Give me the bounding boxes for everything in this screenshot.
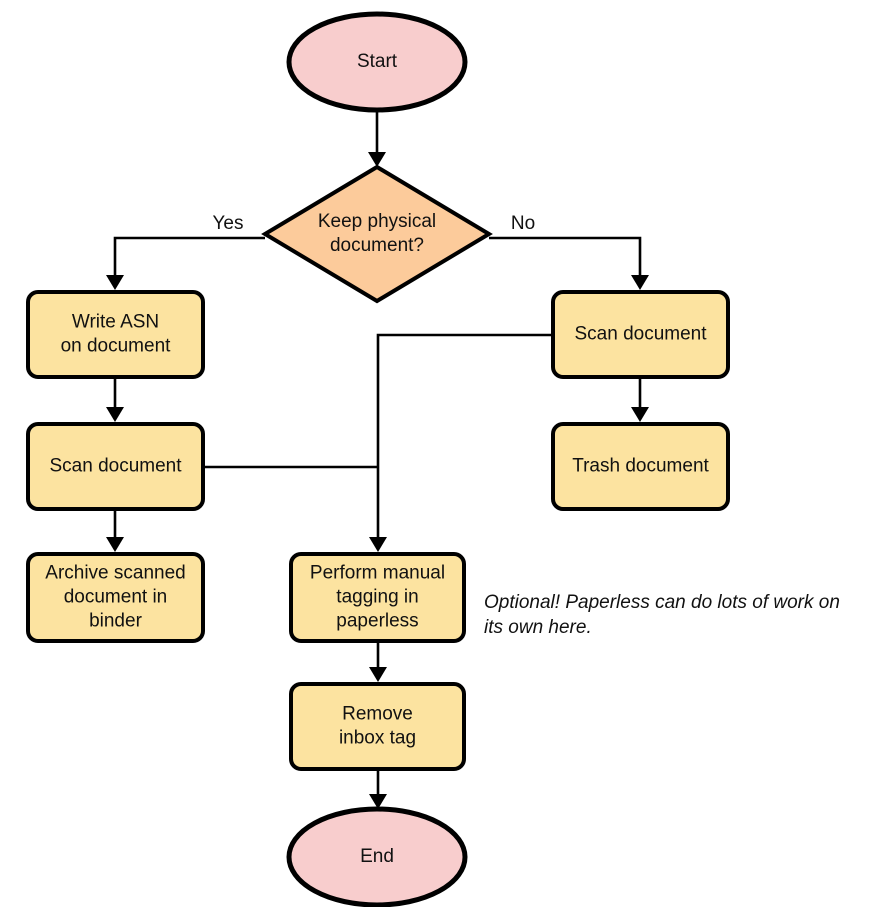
node-label: Trash document (572, 456, 709, 477)
edge-scan-right-to-tagging (369, 333, 551, 552)
edge-label-decision-no-to-scan-right: No (511, 213, 535, 234)
node-start[interactable]: Start (286, 11, 468, 113)
edge-arrowhead (369, 537, 387, 552)
node-label: Scan document (574, 324, 707, 345)
node-label: Keep physical (318, 211, 436, 232)
edge-remove-inbox-tag-to-end (369, 771, 387, 809)
node-label: inbox tag (339, 728, 416, 749)
node-label: tagging in (336, 587, 418, 608)
process-shape (289, 552, 466, 643)
edge-line (113, 236, 265, 286)
edge-arrowhead (631, 407, 649, 422)
process-shape (289, 682, 466, 771)
annotation-line: its own here. (484, 617, 592, 638)
decision-shape (261, 164, 493, 304)
node-label: document in (64, 587, 168, 608)
node-label: Perform manual (310, 563, 445, 584)
node-remove-inbox-tag[interactable]: Remove inbox tag (289, 682, 466, 771)
edge-arrowhead (106, 275, 124, 290)
edge-decision-yes-to-write-asn: Yes (106, 213, 265, 290)
node-label: binder (89, 611, 142, 632)
annotation-line: Optional! Paperless can do lots of work … (484, 592, 840, 613)
edge-arrowhead (106, 537, 124, 552)
edge-write-asn-to-scan-left (106, 379, 124, 422)
process-shape (26, 290, 205, 379)
process-shape (26, 552, 205, 643)
edge-decision-no-to-scan-right: No (489, 213, 649, 290)
node-label: Scan document (49, 456, 182, 477)
edge-line (489, 236, 642, 286)
edge-layer: Yes No (106, 110, 649, 809)
node-label: on document (61, 336, 172, 357)
node-scan-document-left[interactable]: Scan document (26, 422, 205, 511)
node-keep-physical-document[interactable]: Keep physical document? (261, 164, 493, 304)
process-shape (26, 422, 205, 511)
terminal-shape (286, 806, 468, 907)
edge-arrowhead (106, 407, 124, 422)
edge-arrowhead (631, 275, 649, 290)
edge-start-to-decision (368, 110, 386, 167)
node-perform-manual-tagging-in-paperless[interactable]: Perform manual tagging in paperless (289, 552, 466, 643)
edge-arrowhead (369, 794, 387, 809)
process-shape (551, 290, 730, 379)
edge-scan-right-to-trash (631, 379, 649, 422)
node-scan-document-right[interactable]: Scan document (551, 290, 730, 379)
edge-line (376, 333, 551, 548)
node-end[interactable]: End (286, 806, 468, 907)
node-label: Start (357, 51, 398, 72)
edge-arrowhead (368, 152, 386, 167)
node-label: Remove (342, 704, 413, 725)
edge-tagging-to-remove-inbox-tag (369, 643, 387, 682)
annotation-optional-note: Optional! Paperless can do lots of work … (484, 592, 840, 638)
node-label: document? (330, 235, 424, 256)
node-trash-document[interactable]: Trash document (551, 422, 730, 511)
node-label: Write ASN (72, 312, 159, 333)
node-archive-scanned-document-in-binder[interactable]: Archive scanned document in binder (26, 552, 205, 643)
annotation-layer: Optional! Paperless can do lots of work … (484, 592, 840, 638)
process-shape (551, 422, 730, 511)
node-label: Archive scanned (45, 563, 185, 584)
node-label: paperless (336, 611, 418, 632)
node-label: End (360, 846, 394, 867)
edge-label-decision-yes-to-write-asn: Yes (213, 213, 244, 234)
terminal-shape (286, 11, 468, 113)
edge-scan-left-to-archive (106, 511, 124, 552)
edge-arrowhead (369, 667, 387, 682)
node-write-asn-on-document[interactable]: Write ASN on document (26, 290, 205, 379)
